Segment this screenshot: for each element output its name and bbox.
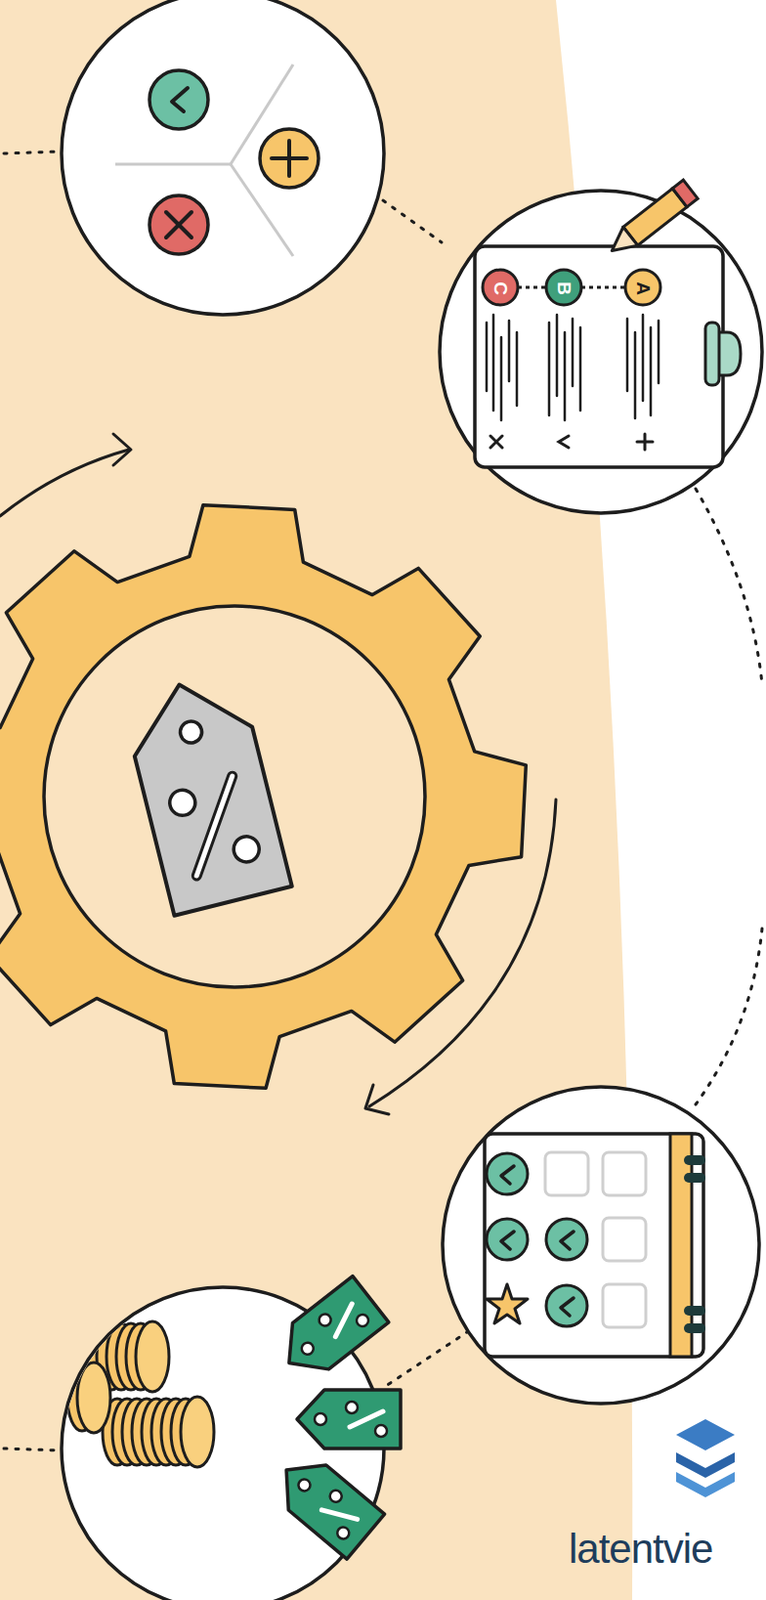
options-circle xyxy=(61,0,384,315)
logo-text-holder: latentvie xyxy=(568,1528,713,1570)
coins-icon xyxy=(67,1320,214,1467)
notebook-icon xyxy=(484,1133,706,1357)
options-icon xyxy=(115,64,319,256)
option-letter: C xyxy=(491,281,511,296)
tracking-circle xyxy=(442,1086,760,1404)
option-letter: A xyxy=(634,281,653,296)
logo-text: latentvie xyxy=(568,1528,713,1570)
clipboard-icon xyxy=(474,179,741,468)
gear-hub xyxy=(43,605,426,987)
green-tags xyxy=(267,1276,401,1560)
test-circle xyxy=(439,190,763,513)
option-letter-holder: C xyxy=(490,281,511,296)
option-letter-holder: B xyxy=(553,281,574,296)
logo-mark xyxy=(676,1418,735,1497)
dotted-path xyxy=(3,151,763,1450)
option-letter: B xyxy=(554,281,574,296)
gear xyxy=(0,505,526,1089)
option-letter-holder: A xyxy=(633,281,653,296)
discount-tag xyxy=(120,670,292,916)
